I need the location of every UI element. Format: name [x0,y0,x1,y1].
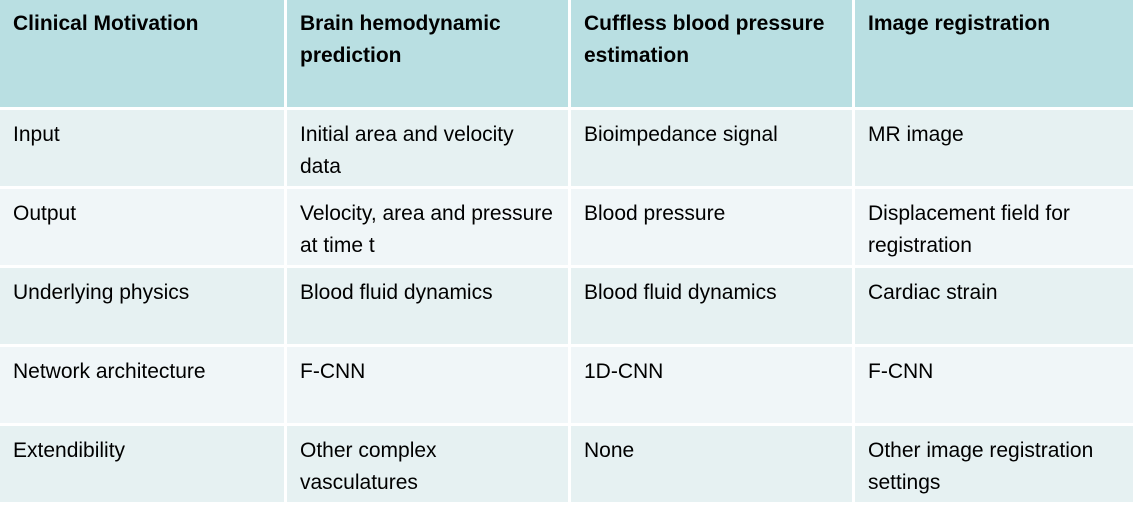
table-cell: Blood fluid dynamics [571,268,852,344]
table-cell: 1D-CNN [571,347,852,423]
table-cell: Blood fluid dynamics [287,268,568,344]
table-cell: Displacement field for registration [855,189,1133,265]
row-label: Output [0,189,284,265]
table-cell: Blood pressure [571,189,852,265]
table-cell: Bioimpedance signal [571,110,852,186]
table-cell: MR image [855,110,1133,186]
table-cell: Other complex vasculatures [287,426,568,502]
table-row: Network architecture F-CNN 1D-CNN F-CNN [0,347,1133,423]
table-row: Output Velocity, area and pressure at ti… [0,189,1133,265]
table-row: Extendibility Other complex vasculatures… [0,426,1133,502]
table-cell: F-CNN [855,347,1133,423]
row-label: Underlying physics [0,268,284,344]
table-cell: Cardiac strain [855,268,1133,344]
header-row: Clinical Motivation Brain hemodynamic pr… [0,0,1133,107]
row-label: Extendibility [0,426,284,502]
table-row: Underlying physics Blood fluid dynamics … [0,268,1133,344]
table-row: Input Initial area and velocity data Bio… [0,110,1133,186]
row-label: Input [0,110,284,186]
table-cell: None [571,426,852,502]
table-cell: Initial area and velocity data [287,110,568,186]
header-cell: Cuffless blood pressure estimation [571,0,852,107]
header-cell: Clinical Motivation [0,0,284,107]
table-cell: Other image registration settings [855,426,1133,502]
table-cell: Velocity, area and pressure at time t [287,189,568,265]
header-cell: Image registration [855,0,1133,107]
header-cell: Brain hemodynamic prediction [287,0,568,107]
table-cell: F-CNN [287,347,568,423]
row-label: Network architecture [0,347,284,423]
